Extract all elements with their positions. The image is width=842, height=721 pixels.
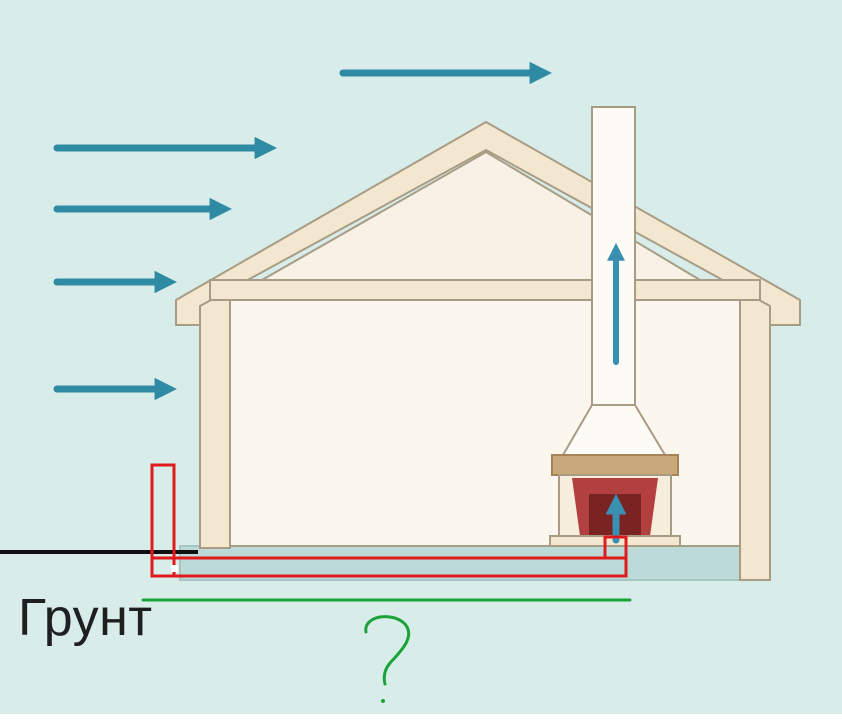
fireplace-chimney	[549, 106, 681, 547]
length-annotation	[141, 598, 632, 703]
duct-horizontal-highlight	[150, 556, 628, 578]
ground-label: Грунт	[18, 589, 153, 647]
duct-inlet-marker	[171, 565, 178, 572]
question-mark-icon	[364, 615, 411, 686]
right-wall	[739, 299, 771, 581]
question-mark-dot	[381, 699, 385, 703]
roof	[175, 121, 801, 326]
air-duct-highlight	[150, 463, 628, 578]
left-wall	[199, 299, 231, 549]
wind-arrows	[53, 61, 552, 401]
ceiling-beam	[209, 279, 761, 301]
house	[175, 121, 801, 581]
fireplace-mantel	[551, 454, 679, 476]
floor-slab	[179, 545, 771, 581]
duct-outlet-highlight	[603, 535, 628, 560]
